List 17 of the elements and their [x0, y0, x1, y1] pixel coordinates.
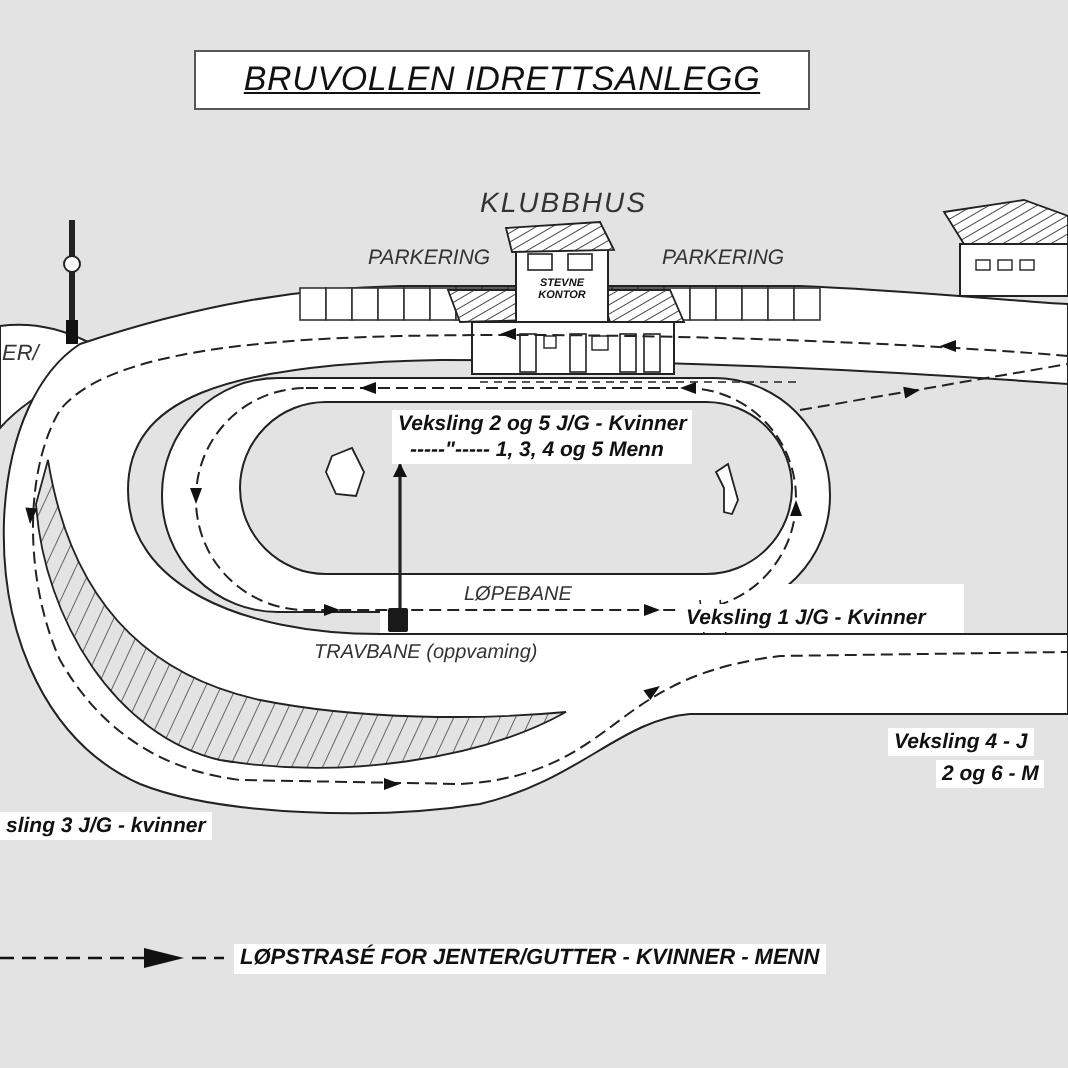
- track-label: LØPEBANE: [464, 584, 572, 607]
- relay-label: 2 og 6 - M: [936, 760, 1045, 789]
- building-label: KLUBBHUS: [480, 186, 647, 219]
- area-label: PARKERING: [368, 246, 491, 271]
- legend-text: LØPSTRASÉ FOR JENTER/GUTTER - KVINNER - MENN: [234, 944, 826, 974]
- area-label: ER/: [2, 342, 39, 368]
- relay-label: Veksling 1 J/G - Kvinner: [680, 604, 932, 633]
- relay-note: Veksling 2 og 5 J/G - Kvinner: [398, 412, 687, 438]
- leader-arrow: [393, 463, 407, 608]
- area-label: PARKERING: [662, 246, 785, 271]
- relay-note: -----"----- 1, 3, 4 og 5 Menn: [408, 437, 666, 463]
- title: BRUVOLLEN IDRETTSANLEGG: [194, 50, 810, 110]
- relay-label: Veksling 4 - J: [888, 728, 1034, 757]
- relay-label: sling 3 J/G - kvinner: [0, 812, 212, 841]
- relay-label-panel: [392, 410, 693, 465]
- track-label: TRAVBANE (oppvaming): [314, 642, 538, 665]
- post-icon: [388, 608, 408, 632]
